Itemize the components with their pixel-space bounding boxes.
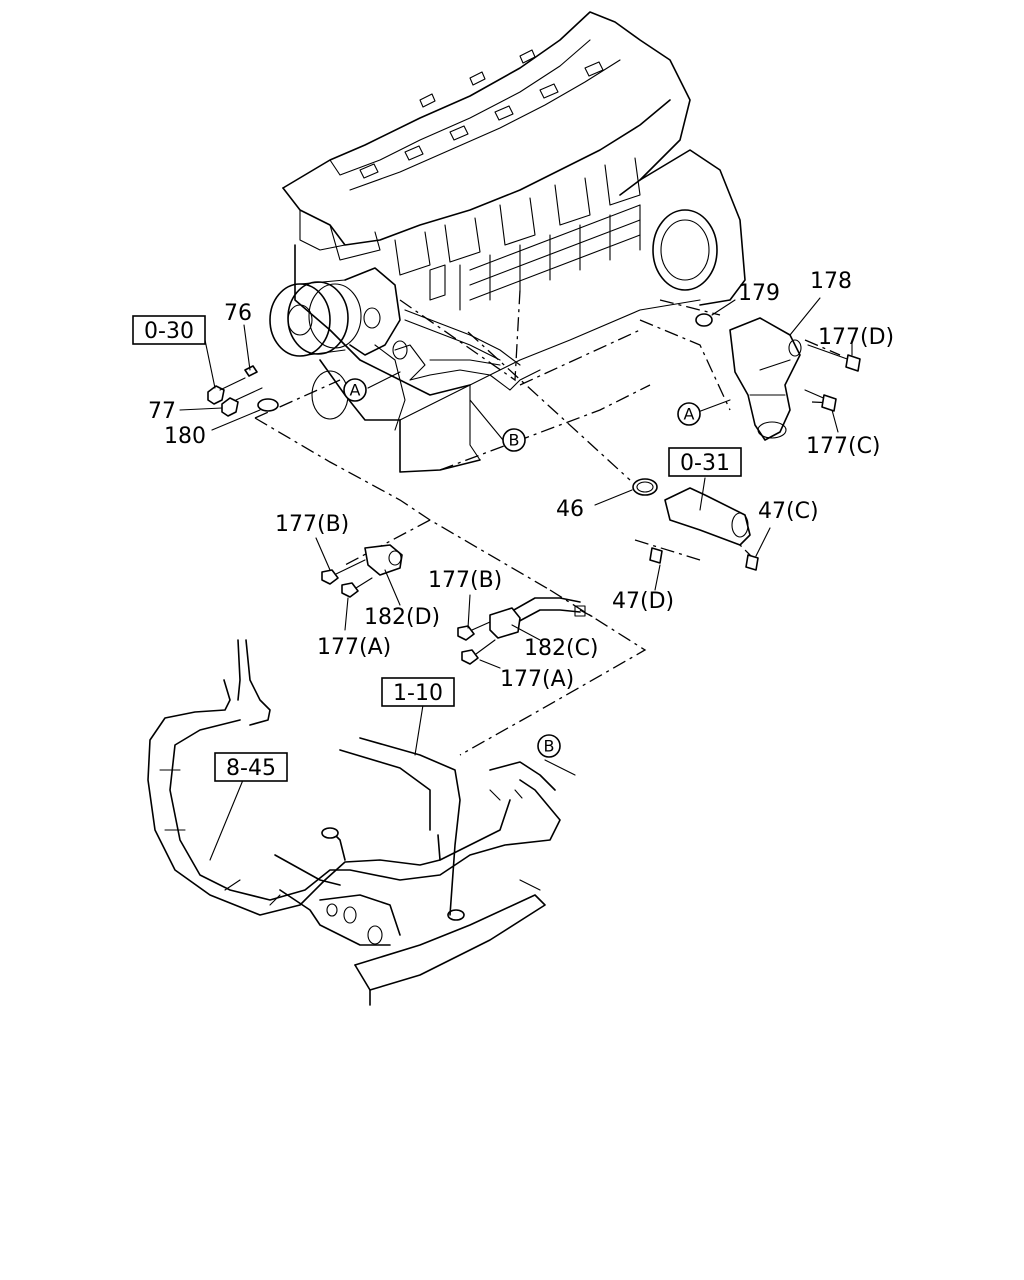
part-label-76: 76 <box>224 301 252 326</box>
ref-box-8-45[interactable]: 8-45 <box>214 752 288 782</box>
assembly-lines <box>254 289 841 756</box>
part-label-47c: 47(C) <box>758 499 819 524</box>
ref-label-1-10: 1-10 <box>393 681 443 706</box>
part-label-46: 46 <box>556 497 584 522</box>
part-label-178: 178 <box>810 269 852 294</box>
ref-label-0-31: 0-31 <box>680 451 730 476</box>
bolts-right <box>804 344 861 412</box>
engine-block <box>269 11 746 473</box>
svg-text:A: A <box>684 405 695 424</box>
callout-a-upper: A <box>343 378 367 402</box>
heater-hose-assembly <box>147 639 561 921</box>
water-outlet-pipe <box>632 478 759 571</box>
ref-box-0-31[interactable]: 0-31 <box>668 447 742 477</box>
heater-pipe-182c <box>457 597 586 665</box>
ref-box-1-10[interactable]: 1-10 <box>381 677 455 707</box>
part-label-179: 179 <box>738 281 780 306</box>
radiator-frame <box>274 737 546 1006</box>
svg-text:A: A <box>350 381 361 400</box>
svg-text:B: B <box>544 737 555 756</box>
part-label-177b-left: 177(B) <box>275 512 349 537</box>
part-label-180: 180 <box>164 424 206 449</box>
heater-pipe-182d <box>321 544 403 598</box>
bolts-left <box>207 365 279 417</box>
part-label-177d: 177(D) <box>818 325 894 350</box>
thermostat-housing <box>695 313 802 441</box>
part-label-177a-right: 177(A) <box>500 667 574 692</box>
leader-lines <box>179 297 853 861</box>
ref-label-8-45: 8-45 <box>226 756 276 781</box>
part-label-177a-left: 177(A) <box>317 635 391 660</box>
svg-text:B: B <box>509 431 520 450</box>
callout-b-upper: B <box>502 428 526 452</box>
ref-label-0-30: 0-30 <box>144 319 194 344</box>
ref-box-0-30[interactable]: 0-30 <box>132 315 206 345</box>
callout-b-lower: B <box>537 734 561 758</box>
part-label-182d: 182(D) <box>364 605 440 630</box>
part-label-77: 77 <box>148 399 176 424</box>
callout-a-lower: A <box>677 402 701 426</box>
part-label-177c: 177(C) <box>806 434 881 459</box>
part-label-177b-right: 177(B) <box>428 568 502 593</box>
part-label-182c: 182(C) <box>524 636 599 661</box>
part-label-47d: 47(D) <box>612 589 674 614</box>
